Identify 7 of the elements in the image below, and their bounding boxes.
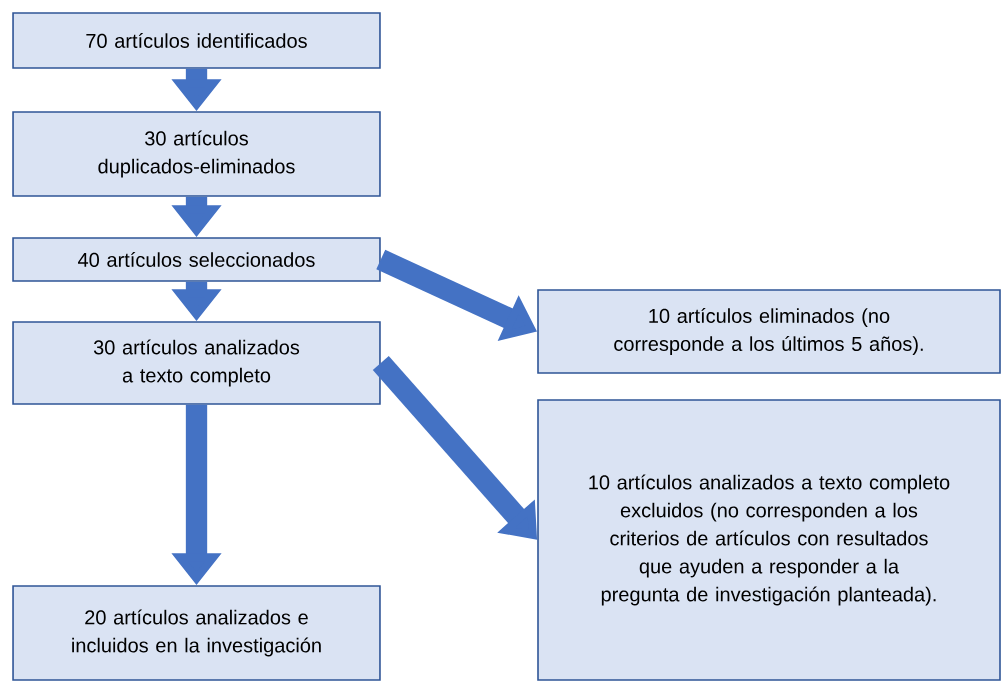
process-box: 40 artículos seleccionados	[12, 237, 381, 282]
process-box: 30 artículos analizados a texto completo	[12, 321, 381, 405]
process-box: 70 artículos identificados	[12, 12, 381, 69]
process-box: 10 artículos eliminados (no corresponde a los últimos 5 años).	[537, 289, 1001, 374]
process-box: 10 artículos analizados a texto completo excluidos (no corresponden a los criterios de artículos con resultados que ayuden a responder a la pregunta de investigación planteada).	[537, 399, 1001, 681]
process-box: 30 artículos duplicados-eliminados	[12, 111, 381, 197]
process-box: 20 artículos analizados e incluidos en la investigación	[12, 585, 381, 681]
